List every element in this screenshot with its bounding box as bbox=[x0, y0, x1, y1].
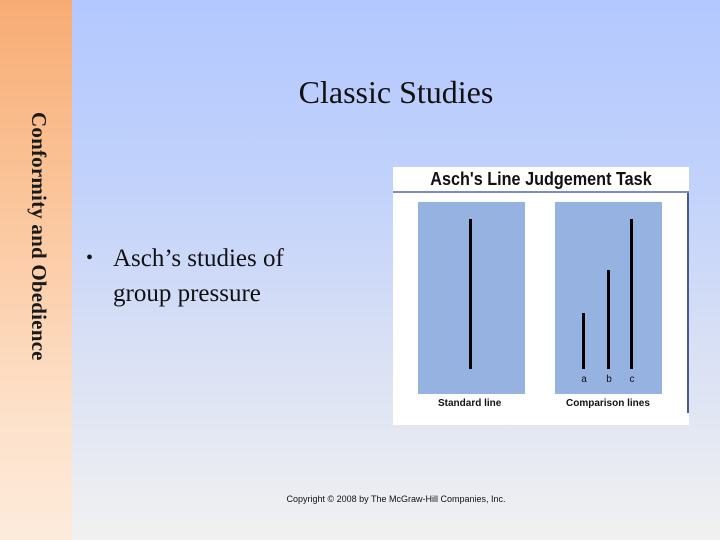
bullet-text: Asch’s studies of group pressure bbox=[113, 245, 284, 307]
standard-line-panel bbox=[418, 202, 525, 394]
bullet-mark: • bbox=[86, 247, 94, 269]
bullet-item: • Asch’s studies of group pressure bbox=[86, 241, 336, 311]
comparison-lines-caption: Comparison lines bbox=[566, 398, 650, 409]
side-band: Conformity and Obedience bbox=[0, 0, 72, 540]
comparison-label-a: a bbox=[581, 374, 587, 385]
slide-title: Classic Studies bbox=[298, 74, 494, 110]
comparison-line-c bbox=[630, 219, 633, 369]
standard-line-caption: Standard line bbox=[438, 398, 502, 409]
vertical-section-title: Conformity and Obedience bbox=[27, 112, 51, 361]
figure-edge bbox=[687, 193, 689, 413]
comparison-line-a bbox=[582, 313, 585, 369]
figure-title: Asch's Line Judgement Task bbox=[430, 169, 652, 189]
comparison-lines-panel: a b c bbox=[555, 202, 662, 394]
comparison-label-c: c bbox=[629, 374, 635, 385]
standard-line bbox=[469, 219, 472, 369]
comparison-label-b: b bbox=[606, 374, 612, 385]
asch-figure: Asch's Line Judgement Task a b c Standar… bbox=[393, 167, 689, 425]
copyright-notice: Copyright © 2008 by The McGraw-Hill Comp… bbox=[286, 494, 506, 504]
comparison-line-b bbox=[607, 270, 610, 369]
figure-divider bbox=[393, 191, 689, 193]
